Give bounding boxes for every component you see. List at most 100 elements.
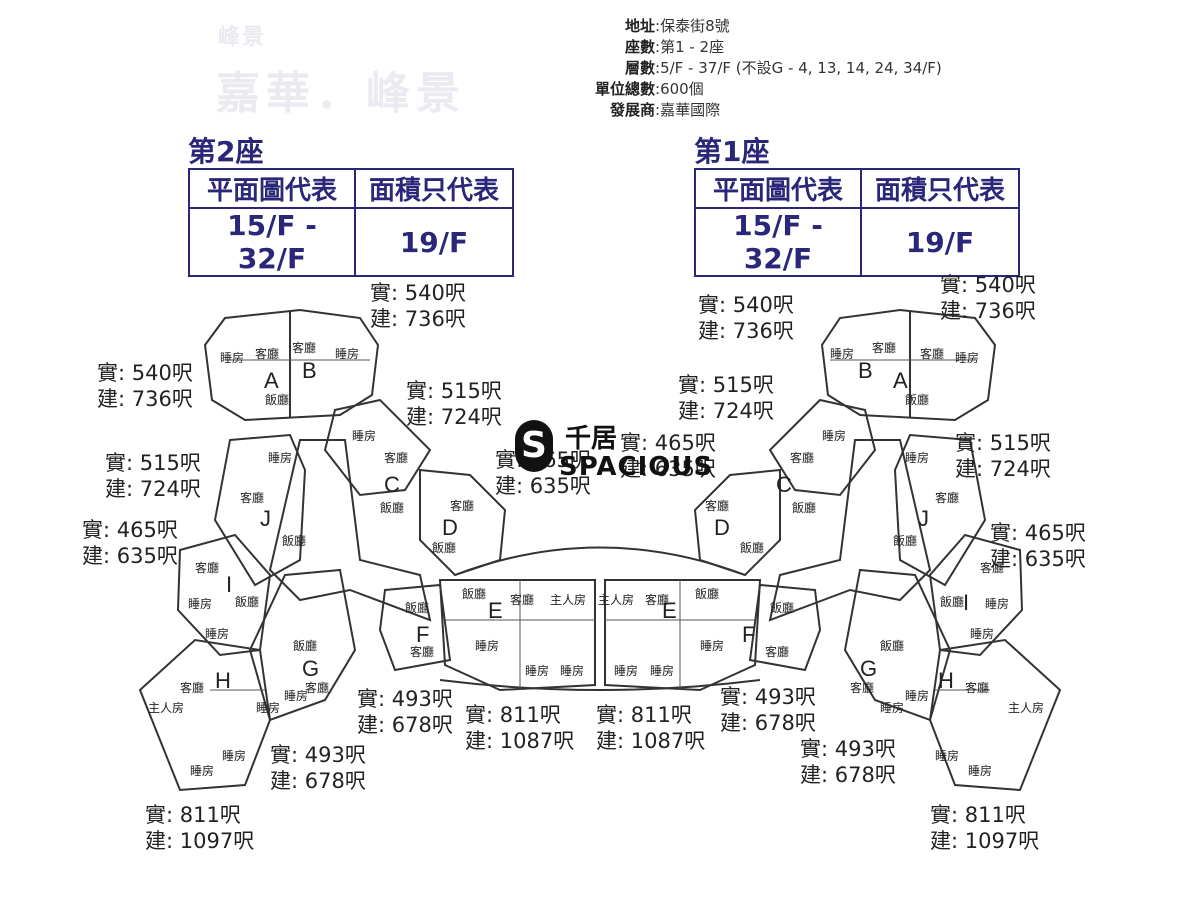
- estate-info: 地址:保泰街8號 座數:第1 - 2座 層數:5/F - 37/F (不設G -…: [560, 16, 942, 121]
- room-label: 客廳: [240, 490, 264, 505]
- room-label: 客廳: [292, 340, 316, 355]
- room-label: 睡房: [955, 350, 979, 365]
- room-label: 客廳: [850, 680, 874, 695]
- room-label: 客廳: [410, 644, 434, 659]
- tower-1-unit-h-letter: H: [938, 668, 954, 693]
- room-label: 客廳: [920, 346, 944, 361]
- units-label: 單位總數: [594, 80, 655, 98]
- room-label: 睡房: [822, 428, 846, 443]
- tower-1-unit-d-letter: D: [714, 515, 730, 540]
- tower-2-unit-f-letter: F: [416, 622, 429, 647]
- tower-2-unit-b-letter: B: [302, 358, 317, 383]
- tower-2-unit-e-outline: [438, 579, 596, 692]
- bridge-bottom-curve: [439, 679, 761, 691]
- area-label-tower-2-g: 實: 493呎建: 678呎: [270, 743, 366, 793]
- room-label: 睡房: [335, 346, 359, 361]
- room-label: 飯廳: [405, 600, 429, 615]
- room-label: 睡房: [256, 700, 280, 715]
- room-label: 飯廳: [380, 500, 404, 515]
- area-label-tower-1-i: 實: 465呎建: 635呎: [990, 521, 1086, 571]
- tower-1-unit-d-outline: [693, 468, 781, 577]
- tower-2-title: 第2座: [188, 135, 264, 168]
- room-label: 主人房: [598, 592, 634, 607]
- area-label-tower-2-j: 實: 515呎建: 724呎: [105, 451, 201, 501]
- tower-2-area-header: 面積只代表: [354, 168, 514, 209]
- tower-2-plan-header: 平面圖代表: [188, 168, 356, 209]
- room-label: 睡房: [935, 748, 959, 763]
- tower-1-unit-ab-outline: [820, 308, 997, 422]
- watermark-english: SPACIOUS: [559, 452, 714, 482]
- area-label-tower-1-e: 實: 811呎建: 1087呎: [596, 703, 706, 753]
- logo-line-1: 峰景: [218, 25, 267, 50]
- room-label: 飯廳: [792, 500, 816, 515]
- tower-1-unit-b-letter: B: [858, 358, 873, 383]
- room-label: 主人房: [550, 592, 586, 607]
- room-label: 睡房: [905, 450, 929, 465]
- room-label: 主人房: [1008, 700, 1044, 715]
- tower-2-unit-g-letter: G: [302, 656, 319, 681]
- tower-1-unit-f-letter: F: [742, 622, 755, 647]
- room-label: 客廳: [384, 450, 408, 465]
- room-label: 睡房: [222, 748, 246, 763]
- room-label: 睡房: [475, 638, 499, 653]
- development-logo: 峰景 嘉華．峰景: [200, 15, 530, 125]
- room-label: 睡房: [650, 663, 674, 678]
- tower-1-unit-j-letter: J: [918, 506, 929, 531]
- room-label: 客廳: [645, 592, 669, 607]
- blocks-label: 座數: [624, 38, 655, 56]
- tower-1-unit-g-letter: G: [860, 656, 877, 681]
- tower-1-area-header: 面積只代表: [860, 168, 1020, 209]
- tower-2-unit-j-letter: J: [260, 506, 271, 531]
- room-label: 飯廳: [905, 392, 929, 407]
- room-label: 睡房: [970, 626, 994, 641]
- room-label: 客廳: [872, 340, 896, 355]
- tower-1-unit-j-outline: [893, 433, 987, 587]
- tower-1-unit-a-letter: A: [893, 368, 908, 393]
- room-label: 客廳: [790, 450, 814, 465]
- floors-label: 層數: [624, 59, 655, 77]
- room-label: 飯廳: [265, 392, 289, 407]
- room-label: 飯廳: [462, 586, 486, 601]
- tower-2-unit-c-letter: C: [384, 472, 400, 497]
- room-label: 飯廳: [893, 533, 917, 548]
- room-label: 客廳: [705, 498, 729, 513]
- room-label: 睡房: [880, 700, 904, 715]
- room-label: 飯廳: [695, 586, 719, 601]
- room-label: 客廳: [305, 680, 329, 695]
- tower-1-title: 第1座: [694, 135, 770, 168]
- tower-2-unit-ab-outline: [203, 308, 380, 422]
- tower-1-area-floor: 19/F: [860, 207, 1020, 277]
- area-label-tower-1-a: 實: 540呎建: 736呎: [940, 273, 1036, 323]
- bridge-top-curve: [454, 546, 746, 576]
- room-label: 飯廳: [432, 540, 456, 555]
- tower-1-plan-header: 平面圖代表: [694, 168, 862, 209]
- room-label: 飯廳: [293, 638, 317, 653]
- room-label: 睡房: [830, 346, 854, 361]
- watermark-chinese: 千居: [565, 424, 618, 454]
- room-label: 睡房: [220, 350, 244, 365]
- room-label: 飯廳: [880, 638, 904, 653]
- tower-1-unit-f-outline: [748, 583, 822, 672]
- room-label: 客廳: [765, 644, 789, 659]
- area-label-tower-1-f: 實: 493呎建: 678呎: [720, 685, 816, 735]
- area-label-tower-1-h: 實: 811呎建: 1097呎: [930, 803, 1040, 853]
- tower-1-plan-floors: 15/F - 32/F: [694, 207, 862, 277]
- area-label-tower-2-c: 實: 515呎建: 724呎: [406, 379, 502, 429]
- room-label: 客廳: [195, 560, 219, 575]
- tower-2-plan-floors: 15/F - 32/F: [188, 207, 356, 277]
- room-label: 睡房: [968, 763, 992, 778]
- room-label: 飯廳: [282, 533, 306, 548]
- tower-2-unit-f-outline: [378, 583, 452, 672]
- tower-1-unit-c-letter: C: [776, 472, 792, 497]
- area-label-tower-1-j: 實: 515呎建: 724呎: [955, 431, 1051, 481]
- room-label: 睡房: [560, 663, 584, 678]
- room-label: 客廳: [510, 592, 534, 607]
- room-label: 睡房: [205, 626, 229, 641]
- floors-value: 5/F - 37/F (不設G - 4, 13, 14, 24, 34/F): [660, 59, 942, 77]
- tower-1-unit-h-outline: [928, 638, 1062, 792]
- area-label-tower-2-h: 實: 811呎建: 1097呎: [145, 803, 255, 853]
- units-value: 600個: [660, 80, 704, 98]
- room-label: 睡房: [525, 663, 549, 678]
